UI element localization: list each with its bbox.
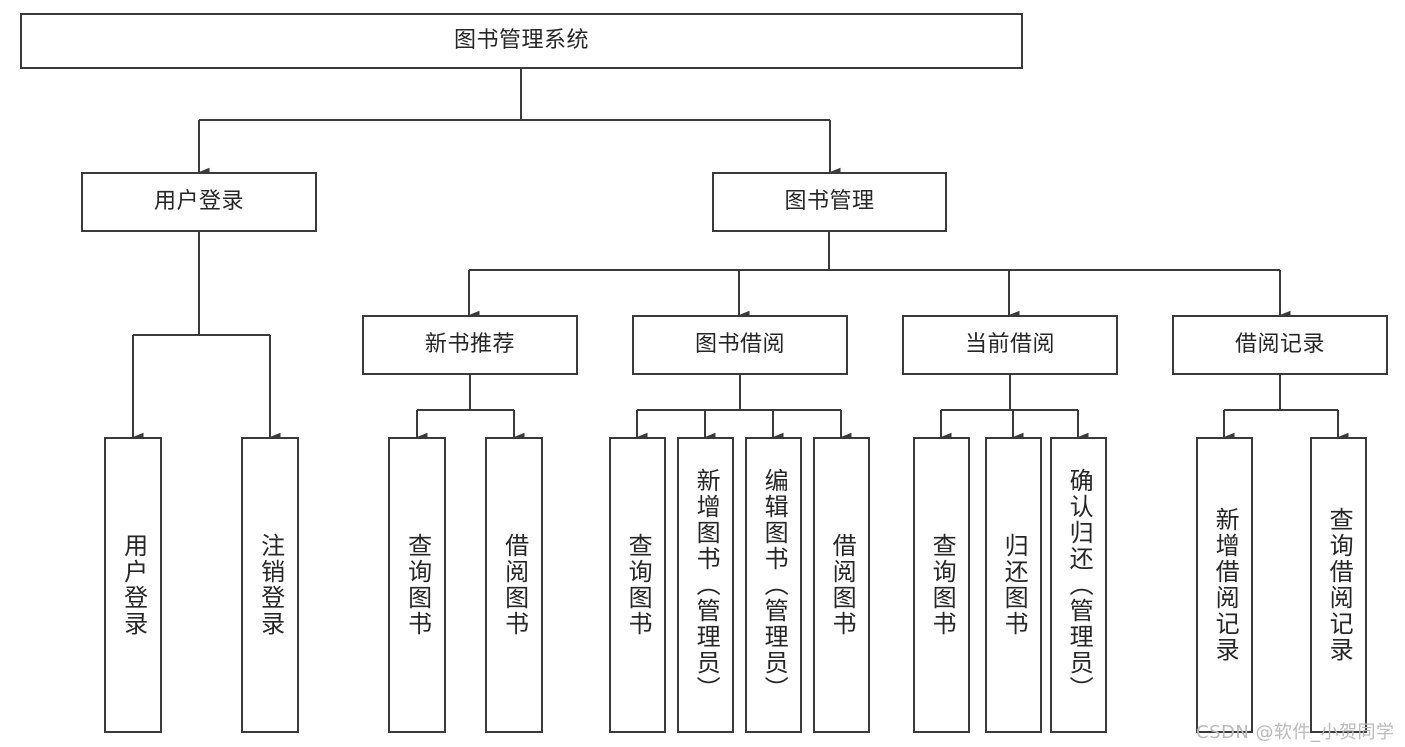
node-leaf-user-logout[interactable]: 注销登录 <box>241 437 299 733</box>
node-label: 借阅图书 <box>828 533 857 637</box>
node-borrow-record[interactable]: 借阅记录 <box>1172 315 1388 375</box>
node-label: 借阅记录 <box>1234 332 1325 358</box>
node-leaf-borrow-book-2[interactable]: 借阅图书 <box>813 437 870 733</box>
node-leaf-query-book-1[interactable]: 查询图书 <box>388 437 446 733</box>
node-leaf-confirm-return[interactable]: 确认归还（管理员） <box>1050 437 1107 733</box>
node-leaf-user-login[interactable]: 用户登录 <box>104 437 162 733</box>
node-leaf-query-record[interactable]: 查询借阅记录 <box>1310 437 1367 733</box>
node-label: 查询图书 <box>928 533 957 637</box>
node-label: 当前借阅 <box>964 332 1055 358</box>
csdn-watermark: CSDN @软件_小贺同学 <box>1196 722 1395 743</box>
node-leaf-add-record[interactable]: 新增借阅记录 <box>1196 437 1253 733</box>
node-label: 查询图书 <box>624 533 653 637</box>
node-root[interactable]: 图书管理系统 <box>20 13 1023 69</box>
node-leaf-add-book[interactable]: 新增图书（管理员） <box>677 437 734 733</box>
tree-edges <box>131 69 1349 442</box>
node-leaf-query-book-2[interactable]: 查询图书 <box>609 437 666 733</box>
node-label: 新增借阅记录 <box>1211 507 1240 663</box>
node-label: 新书推荐 <box>424 332 515 358</box>
node-book-manage[interactable]: 图书管理 <box>712 172 947 232</box>
node-label: 查询借阅记录 <box>1325 507 1354 663</box>
node-label: 用户登录 <box>153 189 244 215</box>
node-label: 注销登录 <box>256 533 285 637</box>
node-label: 借阅图书 <box>500 533 529 637</box>
node-current-borrow[interactable]: 当前借阅 <box>902 315 1118 375</box>
node-label: 归还图书 <box>1000 533 1029 637</box>
node-leaf-query-book-3[interactable]: 查询图书 <box>913 437 970 733</box>
node-label: 用户登录 <box>119 533 148 637</box>
node-label: 编辑图书（管理员） <box>760 468 789 702</box>
node-leaf-edit-book[interactable]: 编辑图书（管理员） <box>745 437 802 733</box>
node-new-book-rec[interactable]: 新书推荐 <box>362 315 578 375</box>
node-label: 图书管理 <box>784 189 875 215</box>
node-label: 查询图书 <box>403 533 432 637</box>
node-leaf-borrow-book-1[interactable]: 借阅图书 <box>485 437 543 733</box>
node-label: 图书借阅 <box>694 332 785 358</box>
node-label: 确认归还（管理员） <box>1065 468 1094 702</box>
node-user-login[interactable]: 用户登录 <box>81 172 317 232</box>
node-leaf-return-book[interactable]: 归还图书 <box>985 437 1042 733</box>
node-book-borrow[interactable]: 图书借阅 <box>632 315 848 375</box>
node-label: 新增图书（管理员） <box>692 468 721 702</box>
node-label: 图书管理系统 <box>453 28 589 54</box>
